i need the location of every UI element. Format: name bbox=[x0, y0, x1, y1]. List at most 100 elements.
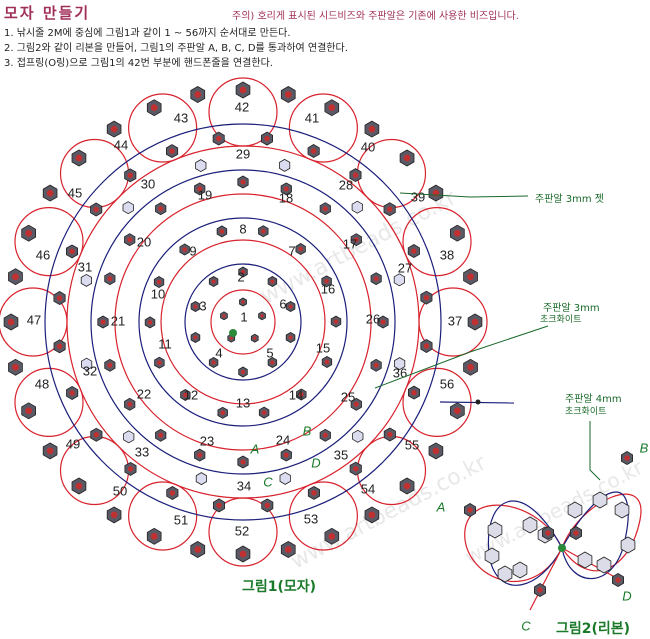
faded-bead bbox=[351, 200, 363, 214]
step-1: 1. 낚시줄 2M에 중심에 그림1과 같이 1 ~ 56까지 순서대로 만든다… bbox=[4, 28, 291, 39]
cell-number: 3 bbox=[199, 298, 206, 313]
seed-bead bbox=[573, 530, 579, 536]
red-thread-loop bbox=[402, 207, 472, 277]
leader-line bbox=[589, 421, 601, 481]
seed-bead bbox=[284, 91, 292, 98]
seed-bead bbox=[467, 363, 474, 371]
cell-number: 16 bbox=[321, 281, 335, 296]
cell-number: 37 bbox=[448, 313, 462, 328]
red-thread-ring bbox=[66, 145, 420, 499]
seed-bead bbox=[322, 206, 328, 212]
seed-bead bbox=[411, 389, 417, 396]
cell-number: 35 bbox=[334, 447, 348, 462]
cell-number: 20 bbox=[137, 234, 151, 249]
seed-bead bbox=[270, 279, 275, 284]
navy-thread-ring bbox=[90, 169, 396, 475]
seed-bead bbox=[284, 546, 292, 553]
seed-bead bbox=[537, 587, 543, 593]
seed-bead bbox=[156, 279, 162, 285]
seed-bead bbox=[353, 465, 359, 472]
seed-bead bbox=[158, 206, 164, 212]
step-3: 3. 접프링(O링)으로 그림1의 42번 부분에 핸드폰줄을 연결한다. bbox=[4, 58, 273, 69]
seed-bead bbox=[264, 502, 271, 509]
seed-bead bbox=[423, 343, 430, 349]
ribbon-faded-bead bbox=[484, 547, 500, 565]
red-thread-ring bbox=[210, 289, 276, 355]
seed-bead bbox=[222, 314, 226, 318]
ribbon-faded-bead bbox=[614, 501, 630, 519]
seed-bead bbox=[240, 179, 246, 185]
bead-label-4mm-color: 초크화이트 bbox=[565, 407, 607, 417]
leader-line bbox=[399, 192, 529, 198]
seed-bead bbox=[169, 490, 176, 496]
bead-label-3mm-jet: 주판알 3mm 젯 bbox=[535, 194, 605, 205]
connection-letter: B bbox=[303, 423, 312, 438]
cell-number: 41 bbox=[305, 110, 319, 125]
seed-bead bbox=[288, 335, 293, 340]
seed-bead bbox=[386, 206, 393, 212]
ribbon-faded-bead bbox=[567, 501, 583, 519]
ribbon-loop-right bbox=[561, 493, 642, 572]
navy-thread-ring bbox=[44, 123, 442, 521]
leader-line bbox=[374, 325, 549, 389]
ribbon-faded-bead bbox=[512, 561, 528, 579]
seed-bead bbox=[467, 273, 474, 281]
seed-bead bbox=[380, 319, 386, 325]
seed-bead bbox=[240, 269, 246, 275]
seed-bead bbox=[373, 362, 379, 368]
cell-number: 54 bbox=[361, 481, 375, 496]
ribbon-faded-bead bbox=[577, 551, 593, 569]
bead-label-3mm-size: 주판알 3mm bbox=[543, 303, 600, 314]
seed-bead bbox=[239, 86, 247, 94]
seed-bead bbox=[624, 455, 630, 461]
red-thread-loop bbox=[14, 207, 84, 277]
cell-number: 18 bbox=[279, 190, 293, 205]
seed-bead bbox=[150, 532, 158, 540]
cell-number: 9 bbox=[189, 243, 196, 258]
seed-bead bbox=[127, 466, 134, 472]
faded-bead bbox=[123, 430, 135, 444]
caution-note: 주의) 호리게 표시된 시드비즈와 주판알은 기존에 사용한 비즈입니다. bbox=[232, 11, 519, 22]
seed-bead bbox=[211, 360, 216, 365]
cell-number: 55 bbox=[405, 437, 419, 452]
connection-letter: C bbox=[521, 618, 531, 633]
seed-bead bbox=[46, 189, 54, 197]
seed-bead bbox=[183, 392, 188, 398]
figure2-caption: 그림2(리본) bbox=[556, 621, 631, 637]
cell-number: 34 bbox=[237, 478, 251, 493]
cell-number: 2 bbox=[237, 269, 244, 284]
navy-thread-ring bbox=[184, 263, 302, 381]
seed-bead bbox=[260, 314, 264, 318]
seed-bead bbox=[194, 91, 202, 98]
seed-bead bbox=[12, 363, 19, 371]
seed-bead bbox=[453, 229, 461, 237]
seed-bead bbox=[229, 336, 233, 340]
ribbon-center-bead bbox=[558, 544, 566, 552]
cell-number: 32 bbox=[83, 363, 97, 378]
seed-bead bbox=[264, 135, 270, 142]
seed-bead bbox=[467, 507, 473, 513]
seed-bead bbox=[260, 228, 266, 234]
seed-bead bbox=[169, 148, 175, 154]
ribbon-loop-left bbox=[464, 504, 563, 582]
seed-bead bbox=[197, 186, 203, 192]
seed-bead bbox=[219, 229, 225, 234]
cell-number: 51 bbox=[174, 512, 188, 527]
red-thread-loop bbox=[128, 93, 198, 163]
cell-number: 40 bbox=[361, 139, 375, 154]
seed-bead bbox=[240, 369, 246, 375]
ribbon-faded-bead bbox=[620, 536, 636, 554]
seed-bead bbox=[239, 550, 247, 558]
seed-bead bbox=[403, 154, 411, 162]
cell-number: 19 bbox=[198, 187, 212, 202]
faded-bead bbox=[279, 471, 291, 485]
seed-bead bbox=[110, 125, 118, 133]
cell-number: 5 bbox=[266, 345, 273, 360]
cell-number: 46 bbox=[36, 247, 50, 262]
bead-label-3mm-color: 초크화이트 bbox=[540, 315, 582, 325]
seed-bead bbox=[182, 247, 188, 252]
center-jet-bead bbox=[229, 329, 237, 337]
seed-bead bbox=[25, 229, 33, 237]
seed-bead bbox=[127, 172, 133, 179]
seed-bead bbox=[194, 546, 202, 553]
